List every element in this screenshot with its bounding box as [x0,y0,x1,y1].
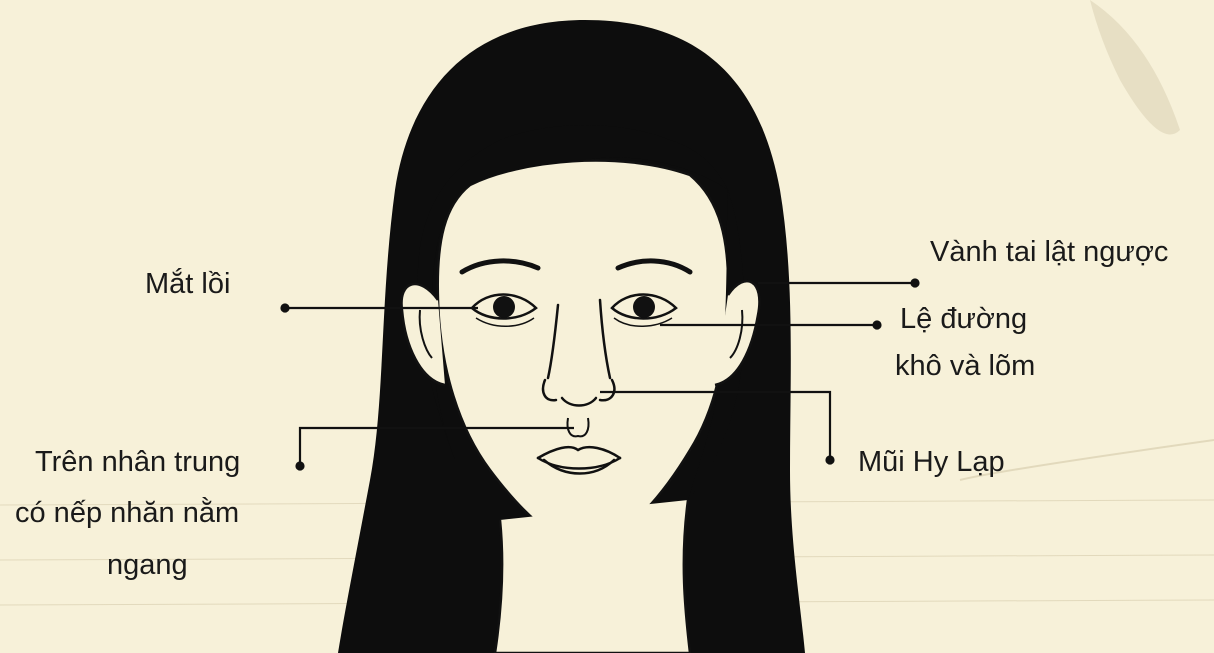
label-mui-hy-lap: Mũi Hy Lạp [858,446,1005,479]
leader-mui-dot [827,457,834,464]
label-nhan-trung-line2: có nếp nhăn nằm [15,497,295,530]
label-le-duong-line2: khô và lõm [880,350,1070,383]
label-nhan-trung-line3: ngang [15,549,295,582]
corner-smudge [1090,0,1180,134]
label-nhan-trung: Trên nhân trung có nếp nhăn nằm ngang [15,446,295,582]
leader-nhan-trung-dot [297,463,304,470]
label-le-duong: Lệ đường khô và lõm [880,303,1070,384]
label-mat-loi: Mắt lồi [145,268,230,301]
label-nhan-trung-line1: Trên nhân trung [15,446,295,479]
leader-vanh-tai-dot [912,280,919,287]
label-le-duong-line1: Lệ đường [880,303,1070,336]
label-vanh-tai: Vành tai lật ngược [930,236,1168,269]
neck [495,500,690,653]
leader-mat-loi-dot [282,305,289,312]
